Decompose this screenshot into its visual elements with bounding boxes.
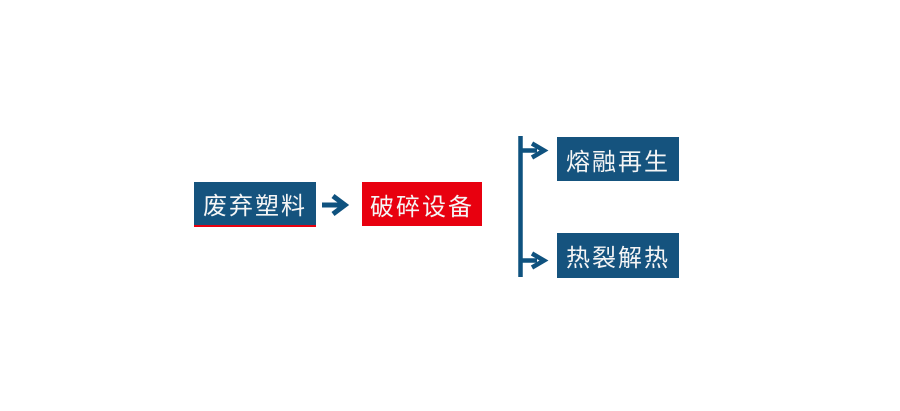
branch-arrow-bottom-icon — [520, 251, 549, 270]
flow-arrow-icon — [322, 194, 350, 216]
node-melt-regeneration: 熔融再生 — [557, 137, 679, 181]
node-melt-regeneration-label: 熔融再生 — [566, 148, 670, 176]
node-waste-plastic-label: 废弃塑料 — [203, 193, 307, 220]
node-pyrolysis-heat: 热裂解热 — [557, 233, 679, 278]
node-crushing-equipment: 破碎设备 — [362, 182, 482, 226]
node-crushing-equipment-label: 破碎设备 — [370, 193, 474, 221]
node-waste-plastic: 废弃塑料 — [194, 182, 316, 227]
node-pyrolysis-heat-label: 热裂解热 — [566, 245, 670, 272]
branch-arrow-top-icon — [520, 141, 549, 160]
